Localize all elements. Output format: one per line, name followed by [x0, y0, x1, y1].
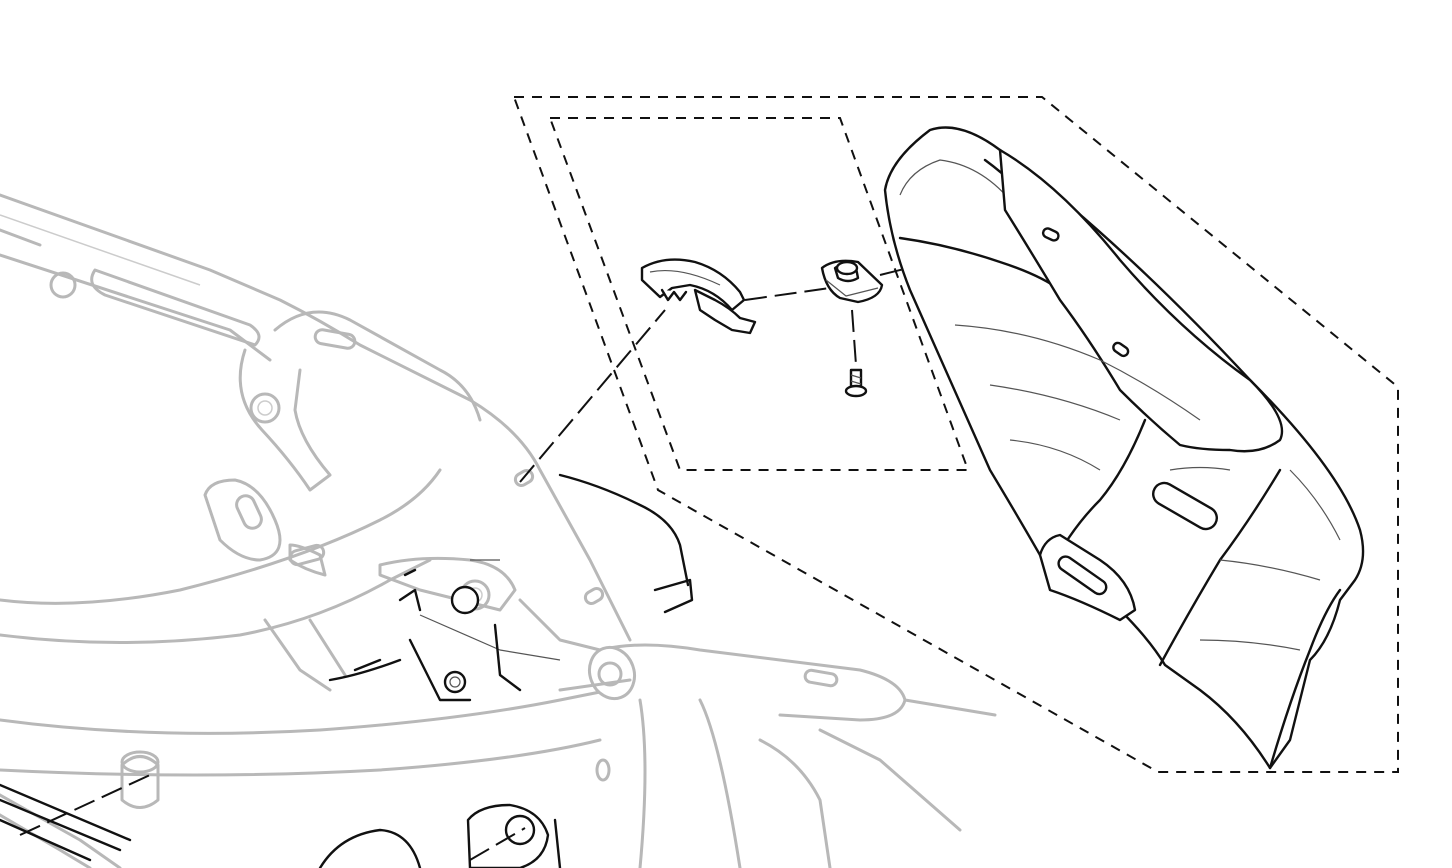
outer-detail-box [512, 96, 1399, 773]
fastener-screw [844, 368, 868, 398]
spring-nut-clip [820, 259, 884, 304]
battery-box [0, 473, 694, 868]
side-cover-panel [883, 126, 1365, 770]
leader-lines [19, 244, 1001, 861]
cable-guide-clip [640, 258, 757, 335]
